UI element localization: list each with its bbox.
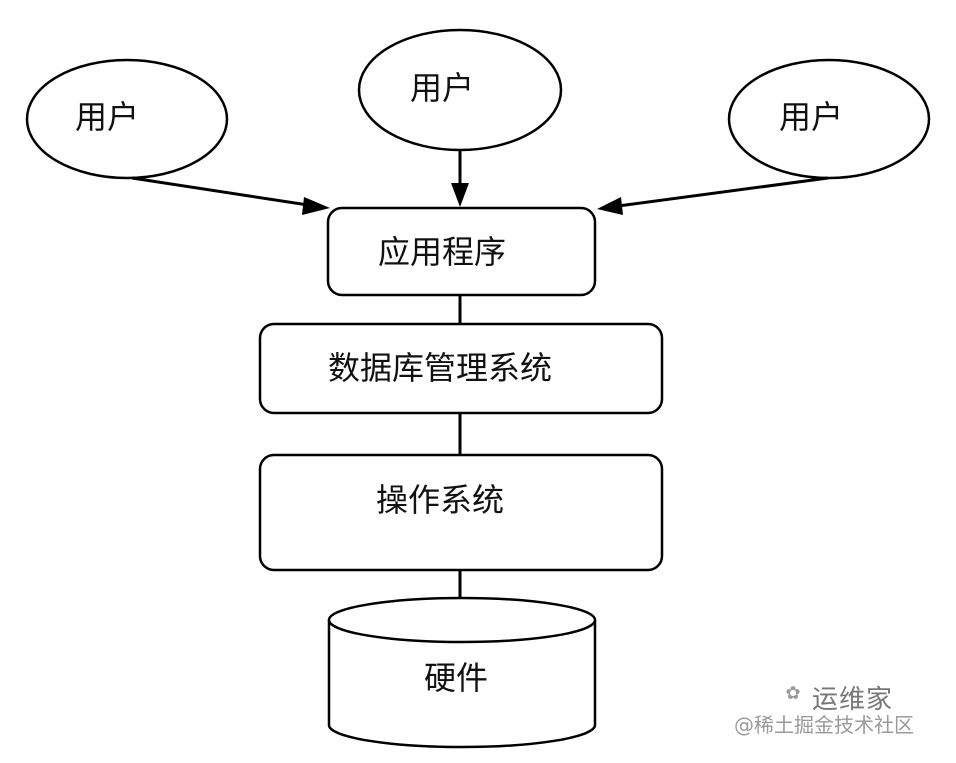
- arrow-center-user-to-app: [451, 150, 469, 207]
- os-label: 操作系统: [376, 481, 504, 519]
- user-node-left: 用户: [25, 58, 229, 180]
- arrowhead-center: [451, 183, 469, 207]
- user-label-center: 用户: [410, 69, 474, 107]
- application-node: 应用程序: [326, 206, 597, 297]
- dbms-node: 数据库管理系统: [258, 322, 664, 415]
- watermark-credit: @稀土掘金技术社区: [734, 713, 914, 737]
- user-node-center: 用户: [357, 28, 563, 152]
- hardware-label: 硬件: [424, 659, 488, 697]
- user-label-right: 用户: [779, 98, 843, 136]
- watermark: ✿ 运维家 @稀土掘金技术社区: [734, 683, 934, 743]
- os-node: 操作系统: [258, 453, 664, 572]
- application-label: 应用程序: [378, 233, 506, 271]
- arrow-right-user-to-app: [597, 176, 829, 215]
- hardware-node: 硬件: [327, 596, 597, 749]
- arrow-left-user-to-app: [131, 176, 330, 215]
- dbms-label: 数据库管理系统: [328, 349, 552, 387]
- user-node-right: 用户: [727, 58, 931, 180]
- watermark-brand: 运维家: [812, 685, 894, 715]
- arrowhead-left: [302, 197, 330, 215]
- wechat-icon: ✿: [785, 683, 801, 704]
- arrowhead-right: [597, 197, 623, 215]
- user-label-left: 用户: [75, 98, 139, 136]
